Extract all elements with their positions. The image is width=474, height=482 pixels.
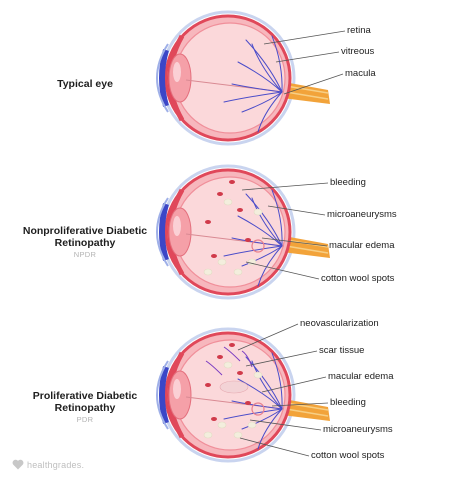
stage-title: Typical eye (57, 78, 113, 90)
hemorrhage-spot (229, 343, 235, 347)
macular-edema-marker (251, 239, 265, 253)
callout-macula: macula (345, 68, 376, 79)
stage-abbreviation: NPDR (73, 250, 97, 259)
callout-vitreous: vitreous (341, 46, 375, 57)
iris (159, 49, 169, 107)
hemorrhage-spot (237, 371, 243, 375)
cotton-wool-spot (253, 371, 263, 379)
cotton-wool-spot (233, 268, 243, 276)
leader-line (245, 350, 318, 367)
blood-vessel (223, 245, 283, 257)
hemorrhage-spot (217, 355, 223, 359)
blood-vessel (231, 83, 283, 93)
cornea (156, 43, 169, 113)
lens-highlight (173, 379, 181, 399)
callout-microaneurysms: microaneurysms (327, 209, 397, 220)
cornea (156, 197, 169, 267)
leader-line (261, 376, 327, 393)
hemorrhage-spot (237, 208, 243, 212)
neovascular-vessel (205, 360, 223, 376)
stage-label-npdr: Nonproliferative Diabetic Retinopathy NP… (10, 225, 160, 259)
cotton-wool-spot (203, 431, 213, 439)
callout-macular-edema: macular edema (328, 371, 394, 382)
callout-scar-tissue: scar tissue (319, 345, 365, 356)
hemorrhage-spot (217, 192, 223, 196)
callout-microaneurysms: microaneurysms (323, 424, 393, 435)
heart-icon (12, 459, 24, 470)
blood-vessel (237, 61, 283, 93)
iris (159, 366, 169, 424)
cornea (156, 360, 169, 430)
cotton-wool-spot (217, 421, 227, 429)
leader-line (249, 419, 322, 431)
cotton-wool-spot (203, 268, 213, 276)
blood-vessel (257, 91, 283, 133)
brand-logo: healthgrades. (12, 459, 84, 470)
cotton-wool-spot (223, 198, 233, 206)
blood-vessel (257, 408, 283, 450)
leader-line (237, 323, 299, 351)
cotton-wool-spot (247, 421, 257, 429)
cotton-wool-spot (253, 208, 263, 216)
hemorrhage-spot (245, 238, 251, 242)
blood-vessel (245, 39, 283, 93)
stage-abbreviation: PDR (76, 415, 94, 424)
eye-diagram (156, 164, 330, 300)
leader-line (271, 402, 329, 407)
callout-bleeding: bleeding (330, 397, 366, 408)
leader-line (241, 182, 329, 191)
lens-highlight (173, 216, 181, 236)
leader-line (283, 73, 344, 95)
hemorrhage-spot (211, 417, 217, 421)
cotton-wool-spot (233, 431, 243, 439)
hemorrhage-spot (211, 254, 217, 258)
hemorrhage-spot (205, 383, 211, 387)
blood-vessel (271, 35, 283, 93)
callout-cotton-wool-spots: cotton wool spots (311, 450, 385, 461)
stage-title: Nonproliferative Diabetic Retinopathy (22, 225, 148, 249)
hemorrhage-spot (229, 180, 235, 184)
brand-name: healthgrades. (27, 459, 85, 470)
leader-line (245, 261, 320, 280)
cotton-wool-spot (217, 258, 227, 266)
blood-vessel (241, 91, 283, 113)
leader-line (261, 237, 328, 247)
callout-macular-edema: macular edema (329, 240, 395, 251)
blood-vessel (245, 193, 283, 247)
leader-line (275, 51, 340, 63)
eye-diagram (156, 327, 330, 463)
blood-vessel (237, 378, 283, 410)
macular-edema-marker (251, 402, 265, 416)
stage-label-pdr: Proliferative Diabetic Retinopathy PDR (10, 390, 160, 424)
blood-vessel (257, 245, 283, 287)
stage-label-typical: Typical eye (10, 78, 160, 90)
callout-neovascularization: neovascularization (300, 318, 379, 329)
callout-bleeding: bleeding (330, 177, 366, 188)
scar-tissue (219, 380, 249, 394)
lens-highlight (173, 62, 181, 82)
leader-line (267, 205, 326, 216)
stage-title: Proliferative Diabetic Retinopathy (32, 390, 138, 414)
blood-vessel (223, 91, 283, 103)
callout-cotton-wool-spots: cotton wool spots (321, 273, 395, 284)
optic-nerve-fibers (285, 402, 329, 417)
blood-vessel (223, 408, 283, 420)
optic-nerve-fibers (285, 85, 329, 100)
blood-vessel (241, 245, 283, 267)
callout-retina: retina (347, 25, 371, 36)
blood-vessel (241, 408, 283, 430)
hemorrhage-spot (245, 401, 251, 405)
iris (159, 203, 169, 261)
blood-vessel (237, 215, 283, 247)
neovascular-vessel (223, 346, 241, 362)
cotton-wool-spot (223, 361, 233, 369)
blood-vessel (271, 189, 283, 247)
eye-diagram (156, 10, 330, 146)
blood-vessel (271, 352, 283, 410)
hemorrhage-spot (205, 220, 211, 224)
leader-line (263, 30, 346, 45)
leader-line (239, 437, 310, 457)
